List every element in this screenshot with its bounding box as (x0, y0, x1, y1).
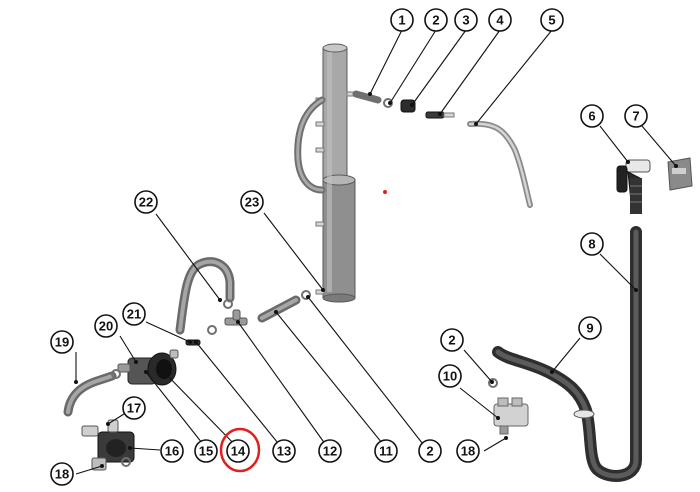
callout-20: 20 (94, 314, 118, 338)
callout-17: 17 (122, 396, 146, 420)
svg-text:8: 8 (588, 237, 595, 252)
svg-text:5: 5 (548, 13, 555, 28)
svg-text:12: 12 (323, 444, 337, 459)
svg-text:11: 11 (379, 444, 393, 459)
svg-text:6: 6 (588, 109, 595, 124)
callout-14: 14 (219, 427, 261, 473)
bent-hose-part (175, 257, 235, 335)
cap-part (400, 99, 416, 113)
svg-text:20: 20 (99, 319, 113, 334)
callout-22: 22 (134, 190, 158, 214)
callout-8: 8 (580, 232, 604, 256)
pump-part (117, 349, 179, 386)
svg-text:3: 3 (462, 13, 469, 28)
svg-text:2: 2 (448, 333, 455, 348)
callout-19: 19 (50, 330, 74, 354)
callout-21: 21 (122, 302, 146, 326)
callouts: 1 2 3 4 5 6 7 8 9 2 10 18 2 11 12 13 14 … (50, 8, 648, 486)
parts-illustration (63, 43, 693, 482)
short-tube-part (352, 90, 382, 104)
callout-10: 10 (438, 364, 462, 388)
callout-4: 4 (488, 8, 512, 32)
leader-lines (74, 29, 678, 475)
callout-1: 1 (390, 8, 414, 32)
svg-text:19: 19 (55, 335, 69, 350)
callout-7: 7 (624, 104, 648, 128)
callout-6: 6 (580, 104, 604, 128)
svg-text:23: 23 (245, 195, 259, 210)
hose-clip-part (488, 378, 498, 388)
svg-text:13: 13 (277, 444, 291, 459)
svg-text:4: 4 (496, 13, 504, 28)
svg-text:17: 17 (127, 401, 141, 416)
callout-18-a: 18 (456, 439, 480, 463)
svg-text:21: 21 (127, 307, 141, 322)
callout-2-b: 2 (440, 328, 464, 352)
inlet-valve-part (81, 419, 135, 471)
callout-16: 16 (160, 439, 184, 463)
svg-text:10: 10 (443, 369, 457, 384)
callout-12: 12 (318, 439, 342, 463)
svg-text:7: 7 (632, 109, 639, 124)
svg-text:1: 1 (398, 13, 405, 28)
callout-2: 2 (424, 8, 448, 32)
callout-3: 3 (454, 8, 478, 32)
highlight-ring-14 (219, 427, 261, 473)
svg-text:2: 2 (426, 444, 433, 459)
svg-text:9: 9 (586, 321, 593, 336)
callout-9: 9 (578, 316, 602, 340)
svg-text:15: 15 (199, 444, 213, 459)
callout-2-c: 2 (418, 439, 442, 463)
callout-15: 15 (194, 439, 218, 463)
svg-text:18: 18 (461, 444, 475, 459)
callout-13: 13 (272, 439, 296, 463)
tap-part (616, 159, 651, 214)
callout-11: 11 (374, 439, 398, 463)
column-tank-part (315, 43, 356, 303)
valve-block-part (493, 397, 529, 435)
svg-text:18: 18 (55, 467, 69, 482)
callout-18-b: 18 (50, 462, 74, 486)
callout-23: 23 (240, 190, 264, 214)
svg-text:2: 2 (432, 13, 439, 28)
marker-dot (383, 190, 387, 194)
svg-text:22: 22 (139, 195, 153, 210)
svg-text:14: 14 (231, 444, 246, 459)
tee-connector-part (224, 309, 248, 326)
callout-5: 5 (540, 8, 564, 32)
svg-text:16: 16 (165, 444, 179, 459)
